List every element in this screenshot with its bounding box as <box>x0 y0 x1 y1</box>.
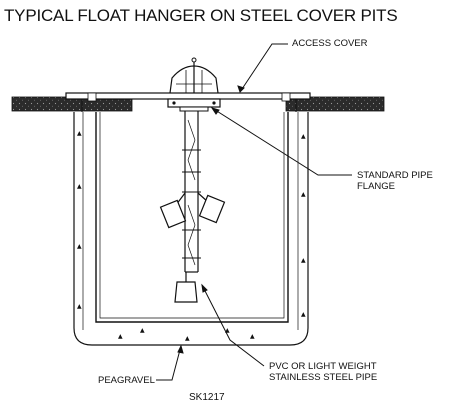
diagram-title: TYPICAL FLOAT HANGER ON STEEL COVER PITS <box>4 6 398 25</box>
pipe-flange <box>167 98 221 112</box>
float-hanger-bracket <box>169 57 219 94</box>
ground-slab <box>11 96 385 112</box>
pipe-label-line2: STAINLESS STEEL PIPE <box>269 372 378 383</box>
svg-text:▲: ▲ <box>77 183 82 190</box>
svg-text:▲: ▲ <box>225 327 230 334</box>
callout-leaders <box>156 43 352 381</box>
float-switch-left <box>159 192 187 229</box>
pit-walls <box>73 112 309 346</box>
svg-text:▲: ▲ <box>301 191 306 198</box>
svg-text:▲: ▲ <box>77 243 82 250</box>
flange-label-line1: STANDARD PIPE <box>357 170 433 181</box>
access-cover-label: ACCESS COVER <box>292 38 368 49</box>
drawing-number: SK1217 <box>189 392 225 403</box>
svg-text:▲: ▲ <box>250 333 255 340</box>
hanger-pipe <box>182 111 201 273</box>
svg-text:▲: ▲ <box>77 303 82 310</box>
peagravel-label: PEAGRAVEL <box>98 375 155 386</box>
svg-text:▲: ▲ <box>140 327 145 334</box>
float-switch-bottom <box>174 272 198 303</box>
svg-text:▲: ▲ <box>77 130 82 137</box>
float-switch-right <box>197 192 226 224</box>
flange-label-line2: FLANGE <box>357 181 396 192</box>
peagravel-marks: ▲ ▲ ▲ ▲ ▲ ▲ ▲ ▲ ▲ ▲ ▲ ▲ ▲ <box>77 130 306 342</box>
svg-text:▲: ▲ <box>301 311 306 318</box>
svg-text:▲: ▲ <box>301 257 306 264</box>
svg-text:▲: ▲ <box>118 333 123 340</box>
pipe-label-line1: PVC OR LIGHT WEIGHT <box>269 361 377 372</box>
svg-text:▲: ▲ <box>185 335 190 342</box>
svg-text:▲: ▲ <box>301 133 306 140</box>
